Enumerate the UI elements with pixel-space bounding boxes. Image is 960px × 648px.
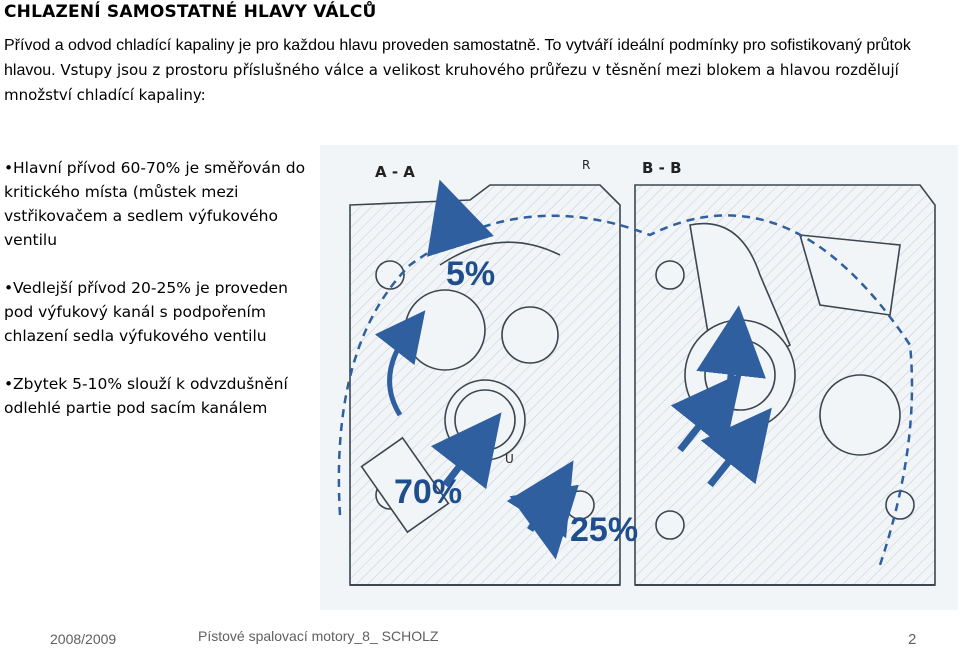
- section-b-label: B - B: [642, 159, 682, 177]
- technical-drawing-svg: A - A B - B R U: [337, 158, 936, 586]
- bullet-dot: •: [4, 375, 14, 393]
- bullet-venting: •Zbytek 5-10% slouží k odvzdušnění odleh…: [4, 372, 309, 420]
- percent-label-5: 5%: [446, 255, 496, 293]
- cylinder-head-drawing: A - A B - B R U 5% 70% 25%: [320, 145, 958, 610]
- section-a-label: A - A: [375, 163, 415, 181]
- bullet-text: Vedlejší přívod 20-25% je proveden pod v…: [4, 279, 288, 345]
- bullet-dot: •: [4, 159, 14, 177]
- label-u: U: [505, 452, 514, 466]
- intro-paragraph: Přívod a odvod chladící kapaliny je pro …: [4, 34, 944, 108]
- bullet-text: Zbytek 5-10% slouží k odvzdušnění odlehl…: [4, 375, 288, 417]
- bullet-list: •Hlavní přívod 60-70% je směřován do kri…: [4, 156, 309, 444]
- percent-label-25: 25%: [570, 511, 639, 549]
- flow-curve-arrow: [533, 483, 554, 541]
- slide-title: CHLAZENÍ SAMOSTATNÉ HLAVY VÁLCŮ: [4, 2, 377, 22]
- label-r: R: [582, 158, 590, 172]
- bullet-main-inlet: •Hlavní přívod 60-70% je směřován do kri…: [4, 156, 309, 252]
- flow-curve-arrow: [374, 310, 426, 417]
- bullet-dot: •: [4, 279, 14, 297]
- bullet-text: Hlavní přívod 60-70% je směřován do krit…: [4, 159, 306, 249]
- coolant-path-dashed: [337, 214, 914, 566]
- section-b-outline: [634, 184, 936, 586]
- bullet-secondary-inlet: •Vedlejší přívod 20-25% je proveden pod …: [4, 276, 309, 348]
- footer-year: 2008/2009: [50, 631, 117, 647]
- intro-text-part1: Přívod a odvod chladící kapaliny je pro …: [4, 37, 911, 79]
- footer-page-number: 2: [908, 631, 917, 648]
- footer-course-title: Pístové spalovací motory_8_ SCHOLZ: [198, 628, 439, 644]
- percent-label-70: 70%: [394, 473, 463, 511]
- intro-text-part2: Vstupy jsou z prostoru příslušného válce…: [4, 61, 899, 104]
